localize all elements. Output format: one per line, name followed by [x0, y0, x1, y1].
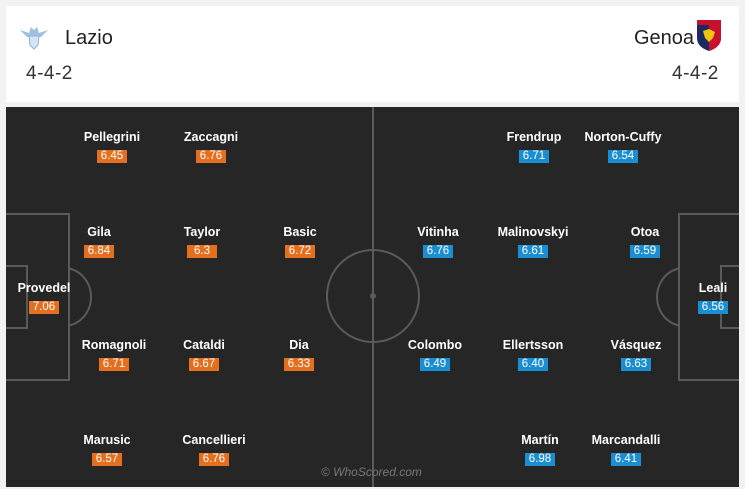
- player-rating: 6.40: [518, 358, 548, 371]
- player-rating: 6.71: [99, 358, 129, 371]
- player-zaccagni[interactable]: Zaccagni 6.76: [166, 130, 256, 164]
- player-rating: 6.45: [97, 150, 127, 163]
- player-name: Otoa: [630, 225, 660, 239]
- player-rating: 6.59: [630, 245, 660, 258]
- player-martin[interactable]: Martín 6.98: [495, 433, 585, 467]
- player-rating: 6.56: [698, 301, 728, 314]
- away-formation: 4-4-2: [672, 63, 719, 84]
- player-taylor[interactable]: Taylor 6.3: [157, 225, 247, 259]
- player-malinovskyi[interactable]: Malinovskyi 6.61: [488, 225, 578, 259]
- player-pellegrini[interactable]: Pellegrini 6.45: [67, 130, 157, 164]
- player-name: Zaccagni: [183, 130, 239, 144]
- player-name: Romagnoli: [81, 338, 147, 352]
- player-name: Gila: [87, 225, 111, 239]
- player-norton-cuffy[interactable]: Norton-Cuffy 6.54: [578, 130, 668, 164]
- player-cancellieri[interactable]: Cancellieri 6.76: [169, 433, 259, 467]
- player-name: Colombo: [407, 338, 463, 352]
- player-rating: 6.76: [423, 245, 453, 258]
- player-name: Marcandalli: [591, 433, 661, 447]
- player-name: Cancellieri: [182, 433, 246, 447]
- player-cataldi[interactable]: Cataldi 6.67: [159, 338, 249, 372]
- player-rating: 6.49: [420, 358, 450, 371]
- player-rating: 6.76: [196, 150, 226, 163]
- player-rating: 6.84: [84, 245, 114, 258]
- right-goal-area: [720, 265, 739, 329]
- player-leali[interactable]: Leali 6.56: [668, 281, 739, 315]
- player-basic[interactable]: Basic 6.72: [255, 225, 345, 259]
- away-team-name[interactable]: Genoa: [634, 27, 695, 49]
- player-name: Pellegrini: [83, 130, 141, 144]
- player-name: Ellertsson: [502, 338, 564, 352]
- pitch: Pellegrini 6.45 Zaccagni 6.76 Gila 6.84 …: [6, 107, 739, 487]
- player-rating: 6.57: [92, 453, 122, 466]
- player-romagnoli[interactable]: Romagnoli 6.71: [69, 338, 159, 372]
- player-name: Martín: [521, 433, 559, 447]
- player-marcandalli[interactable]: Marcandalli 6.41: [581, 433, 671, 467]
- player-frendrup[interactable]: Frendrup 6.71: [489, 130, 579, 164]
- player-rating: 6.67: [189, 358, 219, 371]
- home-team-name[interactable]: Lazio: [65, 27, 113, 49]
- player-name: Vitinha: [417, 225, 459, 239]
- genoa-griffin-crest-icon: [697, 20, 721, 51]
- player-rating: 6.72: [285, 245, 315, 258]
- centre-circle: [326, 249, 420, 343]
- player-name: Provedel: [17, 281, 71, 295]
- watermark: © WhoScored.com: [321, 465, 422, 479]
- home-formation: 4-4-2: [26, 63, 73, 84]
- player-vitinha[interactable]: Vitinha 6.76: [393, 225, 483, 259]
- player-rating: 6.98: [525, 453, 555, 466]
- player-rating: 6.71: [519, 150, 549, 163]
- player-name: Basic: [283, 225, 317, 239]
- player-name: Marusic: [83, 433, 131, 447]
- player-rating: 6.33: [284, 358, 314, 371]
- player-name: Vásquez: [610, 338, 662, 352]
- player-name: Norton-Cuffy: [584, 130, 662, 144]
- player-rating: 6.41: [611, 453, 641, 466]
- player-rating: 7.06: [29, 301, 59, 314]
- centre-spot: [370, 293, 376, 299]
- player-name: Dia: [289, 338, 309, 352]
- lazio-eagle-crest-icon: [20, 27, 48, 50]
- player-name: Taylor: [183, 225, 221, 239]
- player-provedel[interactable]: Provedel 7.06: [6, 281, 89, 315]
- player-rating: 6.63: [621, 358, 651, 371]
- player-ellertsson[interactable]: Ellertsson 6.40: [488, 338, 578, 372]
- match-header: Lazio 4-4-2 Genoa 4-4-2: [6, 6, 739, 102]
- left-goal-area: [6, 265, 28, 329]
- player-rating: 6.61: [518, 245, 548, 258]
- player-dia[interactable]: Dia 6.33: [254, 338, 344, 372]
- player-rating: 6.3: [187, 245, 217, 258]
- player-rating: 6.54: [608, 150, 638, 163]
- player-otoa[interactable]: Otoa 6.59: [600, 225, 690, 259]
- player-name: Frendrup: [506, 130, 562, 144]
- player-gila[interactable]: Gila 6.84: [54, 225, 144, 259]
- player-vasquez[interactable]: Vásquez 6.63: [591, 338, 681, 372]
- player-name: Leali: [698, 281, 728, 295]
- player-marusic[interactable]: Marusic 6.57: [62, 433, 152, 467]
- player-name: Cataldi: [183, 338, 225, 352]
- player-rating: 6.76: [199, 453, 229, 466]
- player-colombo[interactable]: Colombo 6.49: [390, 338, 480, 372]
- player-name: Malinovskyi: [497, 225, 569, 239]
